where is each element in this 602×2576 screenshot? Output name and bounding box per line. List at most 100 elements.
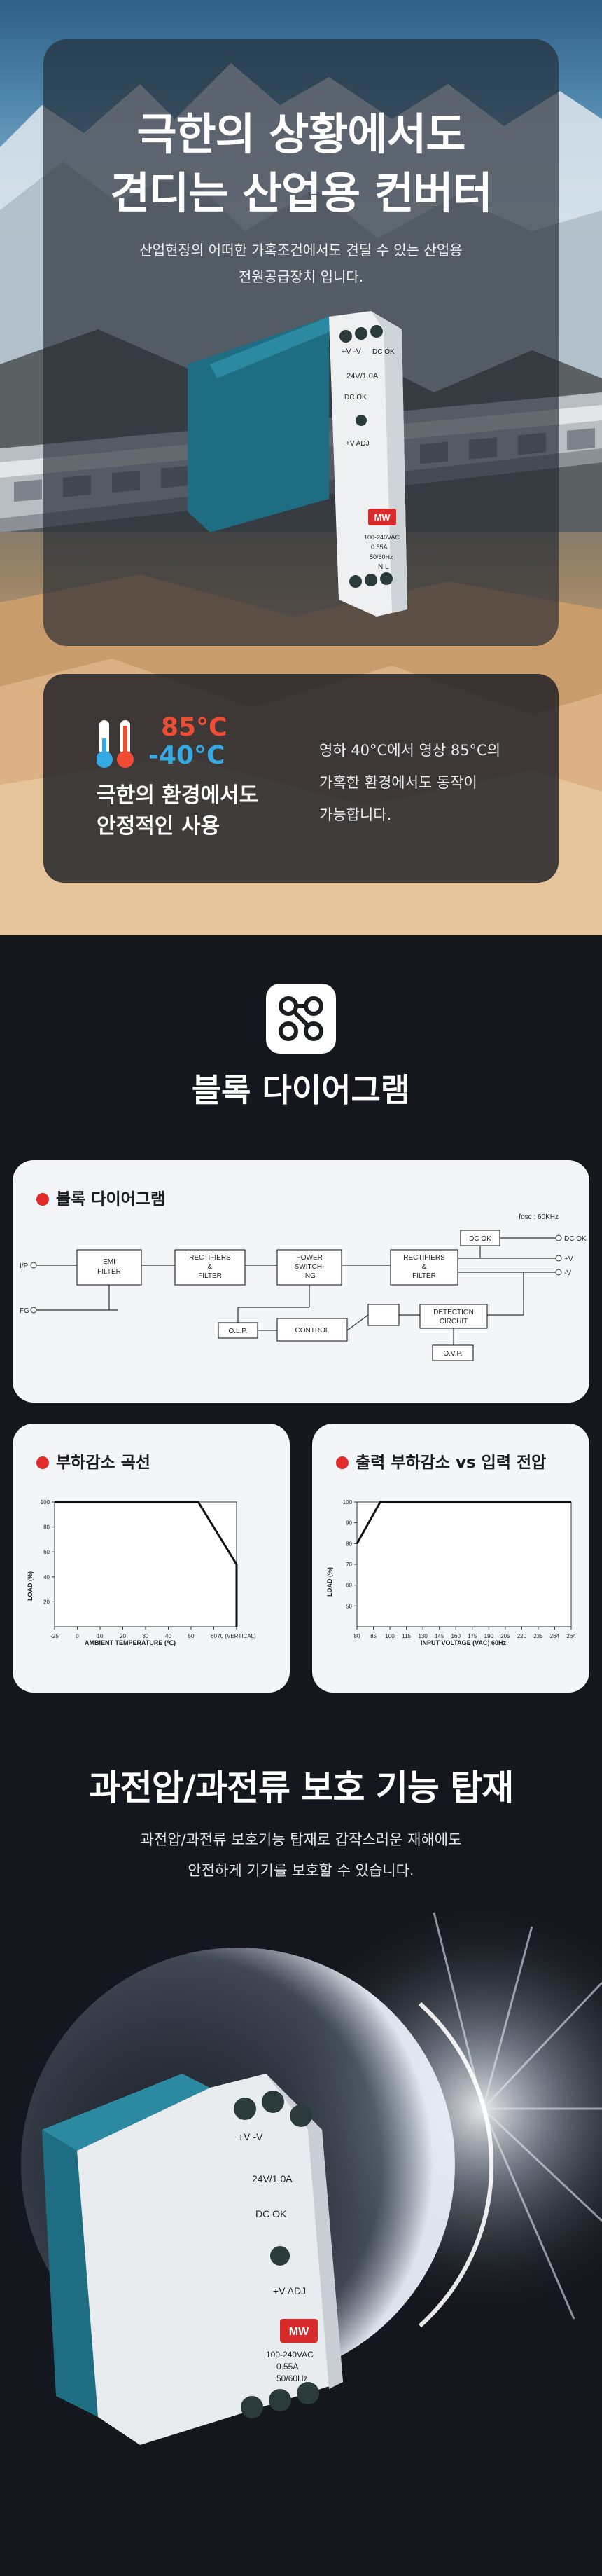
emi-label-1: EMI [103, 1258, 115, 1266]
derating-y-tick-label: 80 [43, 1524, 50, 1531]
block-diagram-card-title: 블록 다이어그램 [36, 1185, 165, 1209]
derating-x-tick-label: 40 [165, 1633, 172, 1639]
input-derating-card-title-text: 출력 부하감소 vs 입력 전압 [356, 1454, 547, 1472]
device-label-rating: 24V/1.0A [346, 372, 379, 380]
hero-subtitle-line-1: 산업현장의 어떠한 가혹조건에서도 견딜 수 있는 산업용 [139, 242, 463, 259]
input-x-tick-label: 160 [451, 1633, 461, 1639]
derating-xlabel: AMBIENT TEMPERATURE (℃) [85, 1639, 176, 1646]
block-diagram-card: 블록 다이어그램 [13, 1160, 589, 1403]
device-label-v: +V -V [342, 347, 361, 356]
derating-x-tick-label: 10 [97, 1633, 104, 1639]
input-derating-card-title: 출력 부하감소 vs 입력 전압 [336, 1449, 546, 1473]
protection-title: 과전압/과전류 보호 기능 탑재 [88, 1768, 514, 1808]
derating-card-title: 부하감소 곡선 [36, 1449, 150, 1473]
device-label-dc: DC OK [372, 348, 395, 356]
input-series-line [356, 1501, 571, 1545]
derating-card-title-text: 부하감소 곡선 [56, 1454, 150, 1472]
red-dot-icon [336, 1456, 349, 1469]
olp-label: O.L.P. [228, 1328, 247, 1335]
input-x-tick-label: 80 [354, 1633, 360, 1639]
control-label: CONTROL [295, 1327, 330, 1335]
vplus-label: +V [564, 1255, 573, 1263]
temp-low: -40°C [148, 741, 225, 770]
device2-label-current: 0.55A [276, 2362, 298, 2371]
derating-y-tick-label: 40 [43, 1574, 50, 1580]
temp-high: 85°C [161, 713, 227, 742]
input-x-tick-label: 264 [566, 1633, 576, 1639]
input-x-tick-label: 175 [468, 1633, 477, 1639]
input-y-tick-label: 80 [346, 1541, 352, 1547]
device2-label-dcok: DC OK [255, 2208, 287, 2219]
input-x-tick-label: 145 [435, 1633, 444, 1639]
device-label-current: 0.55A [371, 544, 388, 551]
derating-x-tick-label: 20 [120, 1633, 126, 1639]
input-x-tick-label: 100 [385, 1633, 395, 1639]
ovp-label: O.V.P. [443, 1350, 462, 1358]
hero-title-line-1: 극한의 상황에서도 [136, 109, 466, 160]
power-supply-device-image: MW +V -V DC OK 24V/1.0A DC OK +V ADJ 100… [188, 311, 407, 617]
derating-x-tick-label: 0 [76, 1633, 79, 1639]
input-x-tick-label: 115 [402, 1633, 411, 1639]
hero-subtitle-line-2: 전원공급장치 입니다. [238, 268, 364, 285]
block-diagram: fosc : 60KHz I/P FG EMI FILTER RECTIFIER… [20, 1213, 587, 1361]
derating-x-tick-label: 60 [211, 1633, 217, 1639]
derating-y-tick-label: 100 [41, 1499, 50, 1506]
input-x-tick-label: 264 [550, 1633, 560, 1639]
derating-x-tick-label: 30 [143, 1633, 149, 1639]
input-derating-card: 출력 부하감소 vs 입력 전압 LOAD (%) INPUT VOLTAGE … [312, 1424, 589, 1693]
rect1-label-1: RECTIFIERS [189, 1254, 231, 1262]
emi-label-2: FILTER [97, 1268, 121, 1276]
rect2-label-1: RECTIFIERS [403, 1254, 445, 1262]
device2-label-v: +V -V [238, 2131, 263, 2142]
input-plot-frame [356, 1501, 572, 1627]
brand-logo-text-2: MW [289, 2326, 309, 2338]
detection-label-2: CIRCUIT [440, 1318, 468, 1325]
protection-subtitle-line-2: 안전하게 기기를 보호할 수 있습니다. [188, 1862, 414, 1879]
derating-x-tick-label: 50 [188, 1633, 195, 1639]
input-x-tick-label: 190 [484, 1633, 494, 1639]
dcok-box-label: DC OK [469, 1235, 491, 1243]
input-x-tick-label: 220 [517, 1633, 527, 1639]
input-ylabel: LOAD (%) [326, 1567, 333, 1597]
device-label-dcok: DC OK [344, 394, 367, 401]
temp-heading-line-1: 극한의 환경에서도 [97, 783, 259, 808]
rect2-label-2: & [422, 1263, 427, 1271]
rect1-label-2: & [208, 1263, 213, 1271]
device-label-freq: 50/60Hz [370, 553, 393, 560]
fg-label: FG [20, 1307, 29, 1315]
temperature-card: 85°C -40°C 극한의 환경에서도 안정적인 사용 영하 40°C에서 영… [43, 674, 559, 883]
input-y-tick-label: 50 [346, 1603, 352, 1609]
input-y-tick-label: 100 [343, 1499, 353, 1506]
dcok-out-label: DC OK [564, 1235, 587, 1243]
temp-desc-line-3: 가능합니다. [319, 806, 392, 823]
input-y-tick-label: 70 [346, 1562, 352, 1568]
derating-y-tick-label: 20 [43, 1599, 50, 1605]
temp-heading: 극한의 환경에서도 안정적인 사용 [97, 780, 258, 842]
device2-label-rating: 24V/1.0A [252, 2173, 293, 2184]
red-dot-icon [36, 1193, 49, 1206]
device-label-input: 100-240VAC [364, 534, 400, 541]
device2-label-freq: 50/60Hz [276, 2374, 308, 2383]
temp-description: 영하 40°C에서 영상 85°C의 가혹한 환경에서도 동작이 가능합니다. [319, 734, 500, 831]
temp-heading-line-2: 안정적인 사용 [97, 814, 220, 839]
rect1-label-3: FILTER [198, 1272, 222, 1280]
derating-curve-card: 부하감소 곡선 LOAD (%) AMBIENT TEMPERATURE (℃)… [13, 1424, 290, 1693]
device-label-nl: N L [378, 563, 389, 571]
block-diagram-icon [266, 984, 336, 1054]
vminus-label: -V [564, 1269, 571, 1277]
burst-lines [433, 1912, 602, 2320]
protection-subtitle-line-1: 과전압/과전류 보호기능 탑재로 갑작스러운 재해에도 [140, 1831, 462, 1848]
red-dot-icon [36, 1456, 49, 1469]
block-diagram-card-title-text: 블록 다이어그램 [56, 1190, 166, 1208]
derating-series-line [55, 1501, 238, 1627]
input-y-tick-label: 60 [346, 1583, 352, 1589]
fosc-label: fosc : 60KHz [519, 1213, 559, 1221]
power-label-1: POWER [296, 1254, 323, 1262]
device2-label-input: 100-240VAC [266, 2350, 314, 2360]
protection-subtitle: 과전압/과전류 보호기능 탑재로 갑작스러운 재해에도 안전하게 기기를 보호할… [0, 1824, 602, 1886]
input-x-tick-label: 85 [370, 1633, 377, 1639]
protection-illustration: MW +V -V 24V/1.0A DC OK +V ADJ 100-240VA… [21, 1899, 602, 2445]
